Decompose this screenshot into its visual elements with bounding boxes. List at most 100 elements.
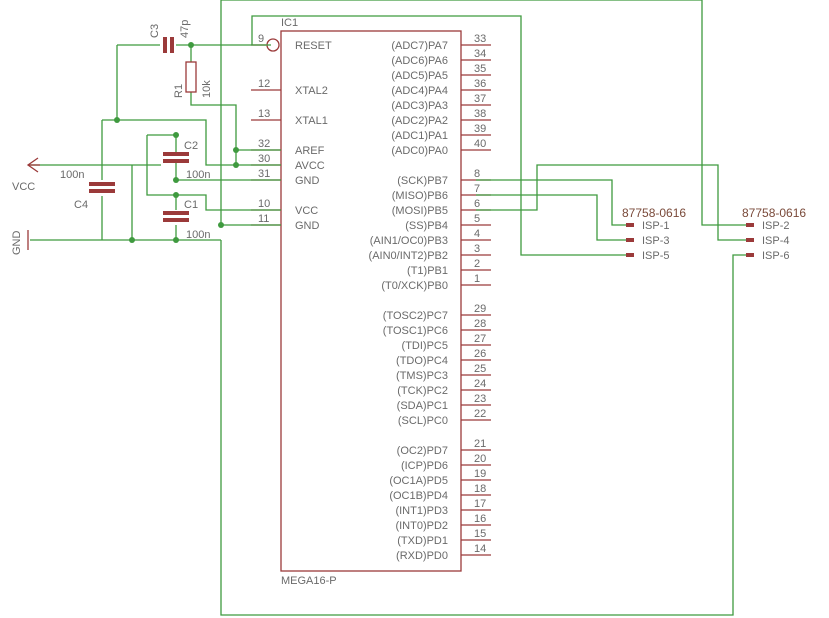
ic-pin-number: 4 xyxy=(474,228,480,240)
r1-name: R1 xyxy=(173,84,185,98)
ic-pin-label: (ADC4)PA4 xyxy=(391,85,448,97)
ic-pin-number: 10 xyxy=(258,198,270,210)
ic-pin-label: (SCL)PC0 xyxy=(398,415,448,427)
ic-pin-number: 23 xyxy=(474,393,486,405)
ic-body xyxy=(280,30,462,572)
connector-2: 87758-0616 ISP-2 ISP-4 ISP-6 xyxy=(742,206,806,262)
isp-4-label: ISP-4 xyxy=(762,235,790,247)
ic-pin-number: 9 xyxy=(258,33,264,45)
ic-pin-label: (MISO)PB6 xyxy=(392,190,448,202)
ic-pin-number: 8 xyxy=(474,168,480,180)
ic-pin-label: (AIN1/OC0)PB3 xyxy=(370,235,448,247)
ic-pin-number: 3 xyxy=(474,243,480,255)
ic-pin-label: (TMS)PC3 xyxy=(396,370,448,382)
r1-value: 10k xyxy=(201,80,213,98)
ic-pin-label: (OC1B)PD4 xyxy=(389,490,448,502)
ic-pin-label: (TDI)PC5 xyxy=(402,340,448,352)
connector-1-part: 87758-0616 xyxy=(622,206,686,220)
ic-pin-number: 22 xyxy=(474,408,486,420)
ic-pin-label: (ADC6)PA6 xyxy=(391,55,448,67)
ic-pin-label: (TXD)PD1 xyxy=(397,535,448,547)
ic-pin-number: 35 xyxy=(474,63,486,75)
ic-pin-number: 38 xyxy=(474,108,486,120)
c3-value: 47p xyxy=(179,20,191,38)
c1-name: C1 xyxy=(184,199,198,211)
ic-pin-label: (ADC7)PA7 xyxy=(391,40,448,52)
c4-name: C4 xyxy=(74,199,88,211)
c1-value: 100n xyxy=(186,229,210,241)
ic-pin-number: 30 xyxy=(258,153,270,165)
ic-pin-label: (ADC0)PA0 xyxy=(391,145,448,157)
ic-pin-number: 18 xyxy=(474,483,486,495)
ic-pin-number: 14 xyxy=(474,543,486,555)
capacitor-c4: 100n C4 xyxy=(60,169,115,211)
ic-pin-label: RESET xyxy=(295,40,332,52)
ic-pin-label: (TOSC2)PC7 xyxy=(383,310,448,322)
ic-pin-label: (ICP)PD6 xyxy=(401,460,448,472)
ic-pin-label: GND xyxy=(295,220,320,232)
ic-pin-number: 24 xyxy=(474,378,486,390)
isp-5-label: ISP-5 xyxy=(642,250,670,262)
ic-pin-number: 32 xyxy=(258,138,270,150)
ic-pin-number: 33 xyxy=(474,33,486,45)
ic-pin-number: 39 xyxy=(474,123,486,135)
ic-pin-number: 5 xyxy=(474,213,480,225)
ic-pin-label: AVCC xyxy=(295,160,325,172)
wires xyxy=(30,0,748,616)
ic-pin-number: 31 xyxy=(258,168,270,180)
ic-pin-label: (ADC2)PA2 xyxy=(391,115,448,127)
ic-pin-label: (AIN0/INT2)PB2 xyxy=(369,250,448,262)
ic-pin-label: (SDA)PC1 xyxy=(397,400,448,412)
c2-value: 100n xyxy=(186,169,210,181)
resistor-r1: R1 10k xyxy=(173,61,213,98)
ic-pins: 9RESET12XTAL213XTAL132AREF30AVCC31GND10V… xyxy=(251,33,491,562)
connector-2-part: 87758-0616 xyxy=(742,206,806,220)
connector-1: 87758-0616 ISP-1 ISP-3 ISP-5 xyxy=(622,206,686,262)
ic-pin-label: (RXD)PD0 xyxy=(396,550,448,562)
c4-value: 100n xyxy=(60,169,84,181)
ic-pin-label: (MOSI)PB5 xyxy=(392,205,448,217)
gnd-supply-symbol: GND xyxy=(11,230,29,256)
isp-6-label: ISP-6 xyxy=(762,250,790,262)
ic-pin-number: 11 xyxy=(258,213,269,225)
ic-pin-number: 16 xyxy=(474,513,486,525)
ic-pin-label: (SS)PB4 xyxy=(405,220,448,232)
isp-1-label: ISP-1 xyxy=(642,220,670,232)
ic-pin-number: 37 xyxy=(474,93,486,105)
ic-pin-number: 26 xyxy=(474,348,486,360)
gnd-label: GND xyxy=(11,231,23,256)
ic-pin-number: 12 xyxy=(258,78,270,90)
capacitor-c2: C2 100n xyxy=(163,135,210,181)
ic-pin-label: XTAL2 xyxy=(295,85,328,97)
c2-name: C2 xyxy=(184,140,198,152)
ic-pin-label: (TDO)PC4 xyxy=(396,355,448,367)
ic-pin-label: XTAL1 xyxy=(295,115,328,127)
vcc-label: VCC xyxy=(12,181,35,193)
ic-pin-label: (OC1A)PD5 xyxy=(389,475,448,487)
c3-name: C3 xyxy=(149,24,161,38)
ic-pin-label: (TCK)PC2 xyxy=(397,385,448,397)
ic-pin-number: 1 xyxy=(474,273,480,285)
ic-pin-label: (OC2)PD7 xyxy=(397,445,448,457)
ic-pin-label: GND xyxy=(295,175,320,187)
ic-pin-number: 21 xyxy=(474,438,486,450)
ic-pin-number: 28 xyxy=(474,318,486,330)
ic-name: IC1 xyxy=(281,17,298,29)
ic-pin-number: 13 xyxy=(258,108,270,120)
ic-pin-label: (T1)PB1 xyxy=(407,265,448,277)
isp-3-label: ISP-3 xyxy=(642,235,670,247)
ic-pin-number: 7 xyxy=(474,183,480,195)
ic-pin-label: (ADC5)PA5 xyxy=(391,70,448,82)
ic-pin-number: 15 xyxy=(474,528,486,540)
ic-pin-number: 19 xyxy=(474,468,486,480)
ic-pin-number: 17 xyxy=(474,498,486,510)
ic-pin-number: 2 xyxy=(474,258,480,270)
ic-pin-label: (INT0)PD2 xyxy=(395,520,448,532)
ic-pin-number: 27 xyxy=(474,333,486,345)
ic-pin-label: AREF xyxy=(295,145,325,157)
ic-pin-label: (TOSC1)PC6 xyxy=(383,325,448,337)
ic-value: MEGA16-P xyxy=(281,575,337,587)
ic-pin-number: 25 xyxy=(474,363,486,375)
ic-pin-label: (ADC1)PA1 xyxy=(391,130,448,142)
